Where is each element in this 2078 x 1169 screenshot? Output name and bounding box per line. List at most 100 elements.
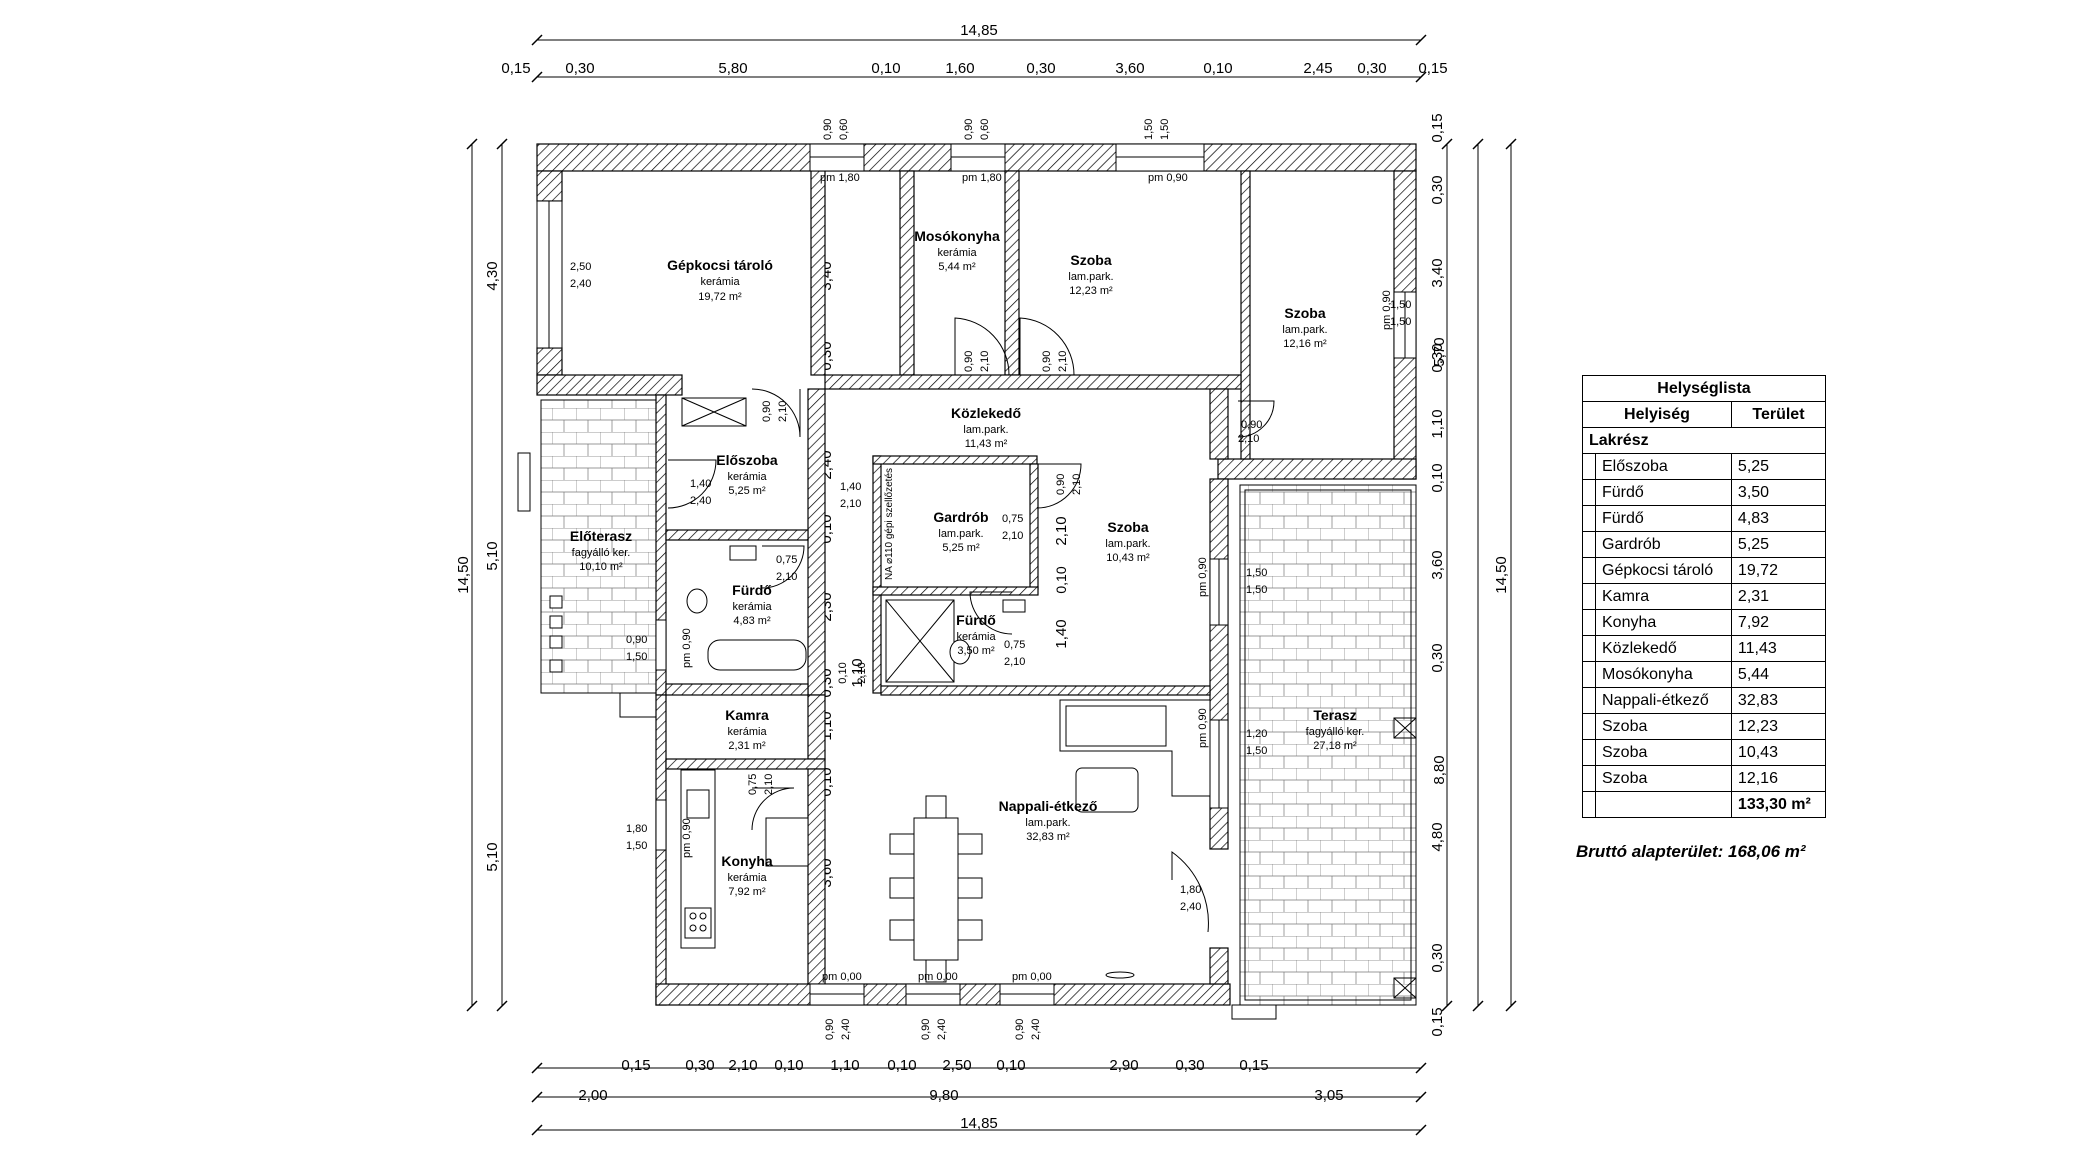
room-bath1-mat: kerámia	[732, 601, 772, 613]
room-wardrobe-name: Gardrób	[933, 509, 988, 525]
room-list-title: Helységlista	[1582, 375, 1826, 402]
room-entry-name: Előszoba	[716, 452, 778, 468]
dim-misc-2: 0,10	[837, 662, 849, 683]
room-kitchen-name: Konyha	[721, 853, 773, 869]
room-list-row-area: 11,43	[1730, 635, 1827, 662]
win-top-1-pm: pm 1,80	[820, 172, 860, 184]
win-top-2-h: 0,60	[979, 119, 991, 140]
room-garage-area: 19,72 m²	[698, 291, 742, 303]
room-porch-area: 10,10 m²	[579, 561, 623, 573]
room-list-row-name: Szoba	[1595, 739, 1732, 766]
dim-left-2: 5,10	[484, 541, 501, 570]
dim-right-inner-10: 0,30	[1429, 943, 1446, 972]
dim-top-11: 0,15	[1418, 60, 1447, 77]
room-kitchen-area: 7,92 m²	[728, 886, 766, 898]
win-bed2-h: 1,50	[1390, 316, 1411, 328]
room-terrace-name: Terasz	[1313, 707, 1356, 723]
room-list-row-indent	[1582, 661, 1596, 688]
dim-top-10: 0,30	[1357, 60, 1386, 77]
room-list-row-name: Nappali-étkező	[1595, 687, 1732, 714]
win-hall-h: 2,10	[840, 498, 861, 510]
room-list-total: 133,30 m²	[1730, 791, 1827, 818]
dim-right-seg-2: 8,80	[1431, 755, 1448, 784]
door-living-w: 1,80	[1180, 884, 1201, 896]
dim-right-seg-1: 5,70	[1431, 337, 1448, 366]
dim-misc-4: 2,10	[1053, 516, 1070, 545]
room-living-mat: lam.park.	[1025, 817, 1070, 829]
room-list-row-indent	[1582, 531, 1596, 558]
room-list-row-indent	[1582, 765, 1596, 792]
win-garage-h: 2,40	[570, 278, 591, 290]
room-list-col-room: Helyiség	[1582, 401, 1732, 428]
win-bath1-w: 0,90	[626, 634, 647, 646]
pm-2: pm 0,90	[681, 628, 693, 668]
room-list-row-indent	[1582, 635, 1596, 662]
door-8-h: 2,10	[1238, 433, 1259, 445]
room-list-total-indent	[1582, 791, 1596, 818]
win-bottom-3-pm: pm 0,00	[1012, 971, 1052, 983]
room-bedroom2-name: Szoba	[1284, 305, 1325, 321]
door-swings	[667, 317, 1275, 933]
dim-top-1: 0,15	[501, 60, 530, 77]
room-list-row-name: Fürdő	[1595, 505, 1732, 532]
dim-top-3: 5,80	[718, 60, 747, 77]
room-bath2-name: Fürdő	[956, 612, 996, 628]
win-bottom-1-pm: pm 0,00	[822, 971, 862, 983]
win-hall-w: 1,40	[840, 481, 861, 493]
pm-3: pm 0,90	[1197, 557, 1209, 597]
door-1-h: 2,10	[979, 351, 991, 372]
win-bottom-3-h: 2,40	[1030, 1019, 1042, 1040]
dim-bottom-9: 2,90	[1109, 1057, 1138, 1074]
room-list-category: Lakrész	[1582, 427, 1826, 454]
win-bottom-2-h: 2,40	[936, 1019, 948, 1040]
room-garage-mat: kerámia	[700, 276, 740, 288]
door-5-h: 2,10	[776, 571, 797, 583]
room-list-row-area: 5,25	[1730, 453, 1827, 480]
room-list-row-area: 32,83	[1730, 687, 1827, 714]
dim-right-inner-11: 0,15	[1429, 1007, 1446, 1036]
win-top-3-w: 1,50	[1143, 119, 1155, 140]
dim-right-inner-8: 0,30	[1429, 643, 1446, 672]
win-top-1-h: 0,60	[838, 119, 850, 140]
room-list-row-indent	[1582, 687, 1596, 714]
room-bath2-mat: kerámia	[956, 631, 996, 643]
room-list-row-area: 5,25	[1730, 531, 1827, 558]
win-top-2-w: 0,90	[963, 119, 975, 140]
dim-left-1: 4,30	[484, 261, 501, 290]
room-bedroom3-mat: lam.park.	[1105, 538, 1150, 550]
room-list-row-name: Gardrób	[1595, 531, 1732, 558]
win-bottom-1-h: 2,40	[840, 1019, 852, 1040]
furniture	[549, 397, 1211, 983]
dim-top-4: 0,10	[871, 60, 900, 77]
room-list: Helységlista Helyiség Terület Lakrész El…	[1582, 375, 1827, 818]
room-list-row-indent	[1582, 739, 1596, 766]
door-1-w: 0,90	[963, 351, 975, 372]
door-9-h: 2,10	[763, 774, 775, 795]
dim-left-outer: 14,50	[455, 556, 472, 594]
room-bedroom2-area: 12,16 m²	[1283, 338, 1327, 350]
dim-top-5: 1,60	[945, 60, 974, 77]
dim-bottom-11: 0,15	[1239, 1057, 1268, 1074]
win-bath1-h: 1,50	[626, 651, 647, 663]
room-porch-mat: fagyálló ker.	[572, 547, 631, 559]
room-labels: Gépkocsi tároló kerámia 19,72 m² Mosókon…	[570, 228, 1364, 898]
dim-bottom-4: 0,10	[774, 1057, 803, 1074]
dim-misc-6: 1,40	[1053, 619, 1070, 648]
room-hall-area: 11,43 m²	[965, 438, 1008, 450]
dim-right-inner-3: 3,40	[1429, 258, 1446, 287]
room-list-row-indent	[1582, 505, 1596, 532]
win-top-1-w: 0,90	[822, 119, 834, 140]
room-terrace-area: 27,18 m²	[1313, 740, 1357, 752]
win-entry-w: 1,40	[690, 478, 711, 490]
room-entry-area: 5,25 m²	[728, 485, 766, 497]
door-7-w: 0,75	[1004, 639, 1025, 651]
room-wardrobe-mat: lam.park.	[938, 528, 983, 540]
door-2-w: 0,90	[1041, 351, 1053, 372]
room-list-row-area: 12,16	[1730, 765, 1827, 792]
door-living-h: 2,40	[1180, 901, 1201, 913]
